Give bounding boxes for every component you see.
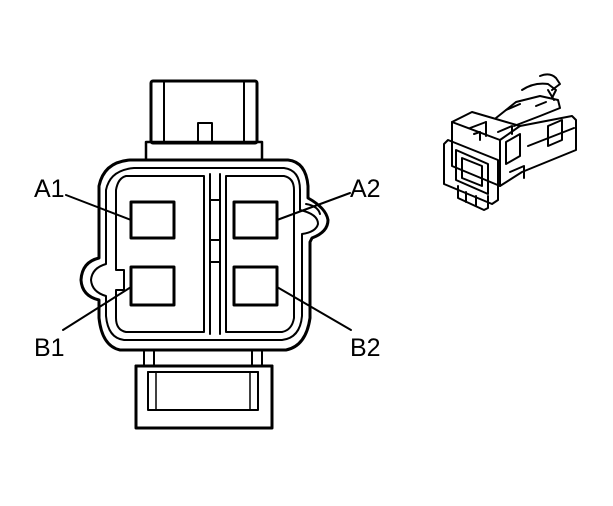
pin-cavity-frame-right <box>225 175 295 333</box>
center-divider <box>209 173 221 335</box>
pin-label-b1: B1 <box>34 334 65 362</box>
top-latch <box>144 79 264 162</box>
leader-line-b1 <box>62 286 132 331</box>
pin-label-a1: A1 <box>34 175 65 203</box>
connector-face-view <box>79 79 330 430</box>
leader-line-a1 <box>65 194 132 221</box>
pin-cavity-frame <box>115 175 205 333</box>
pin-label-a2: A2 <box>350 175 381 203</box>
connector-isometric-view <box>443 73 577 211</box>
side-tab-right <box>305 203 321 215</box>
leader-line-a2 <box>276 192 351 221</box>
pin-cavity-a1 <box>129 200 176 240</box>
pin-label-b2: B2 <box>350 334 381 362</box>
housing-outline <box>79 158 330 352</box>
pin-cavity-a2 <box>232 200 279 240</box>
pin-cavity-b2 <box>232 265 279 307</box>
leader-line-b2 <box>276 286 352 331</box>
housing-inner-outline <box>90 167 319 341</box>
leader-lines <box>62 192 352 331</box>
pin-cavity-b1 <box>129 265 176 307</box>
bottom-skirt <box>134 349 274 430</box>
